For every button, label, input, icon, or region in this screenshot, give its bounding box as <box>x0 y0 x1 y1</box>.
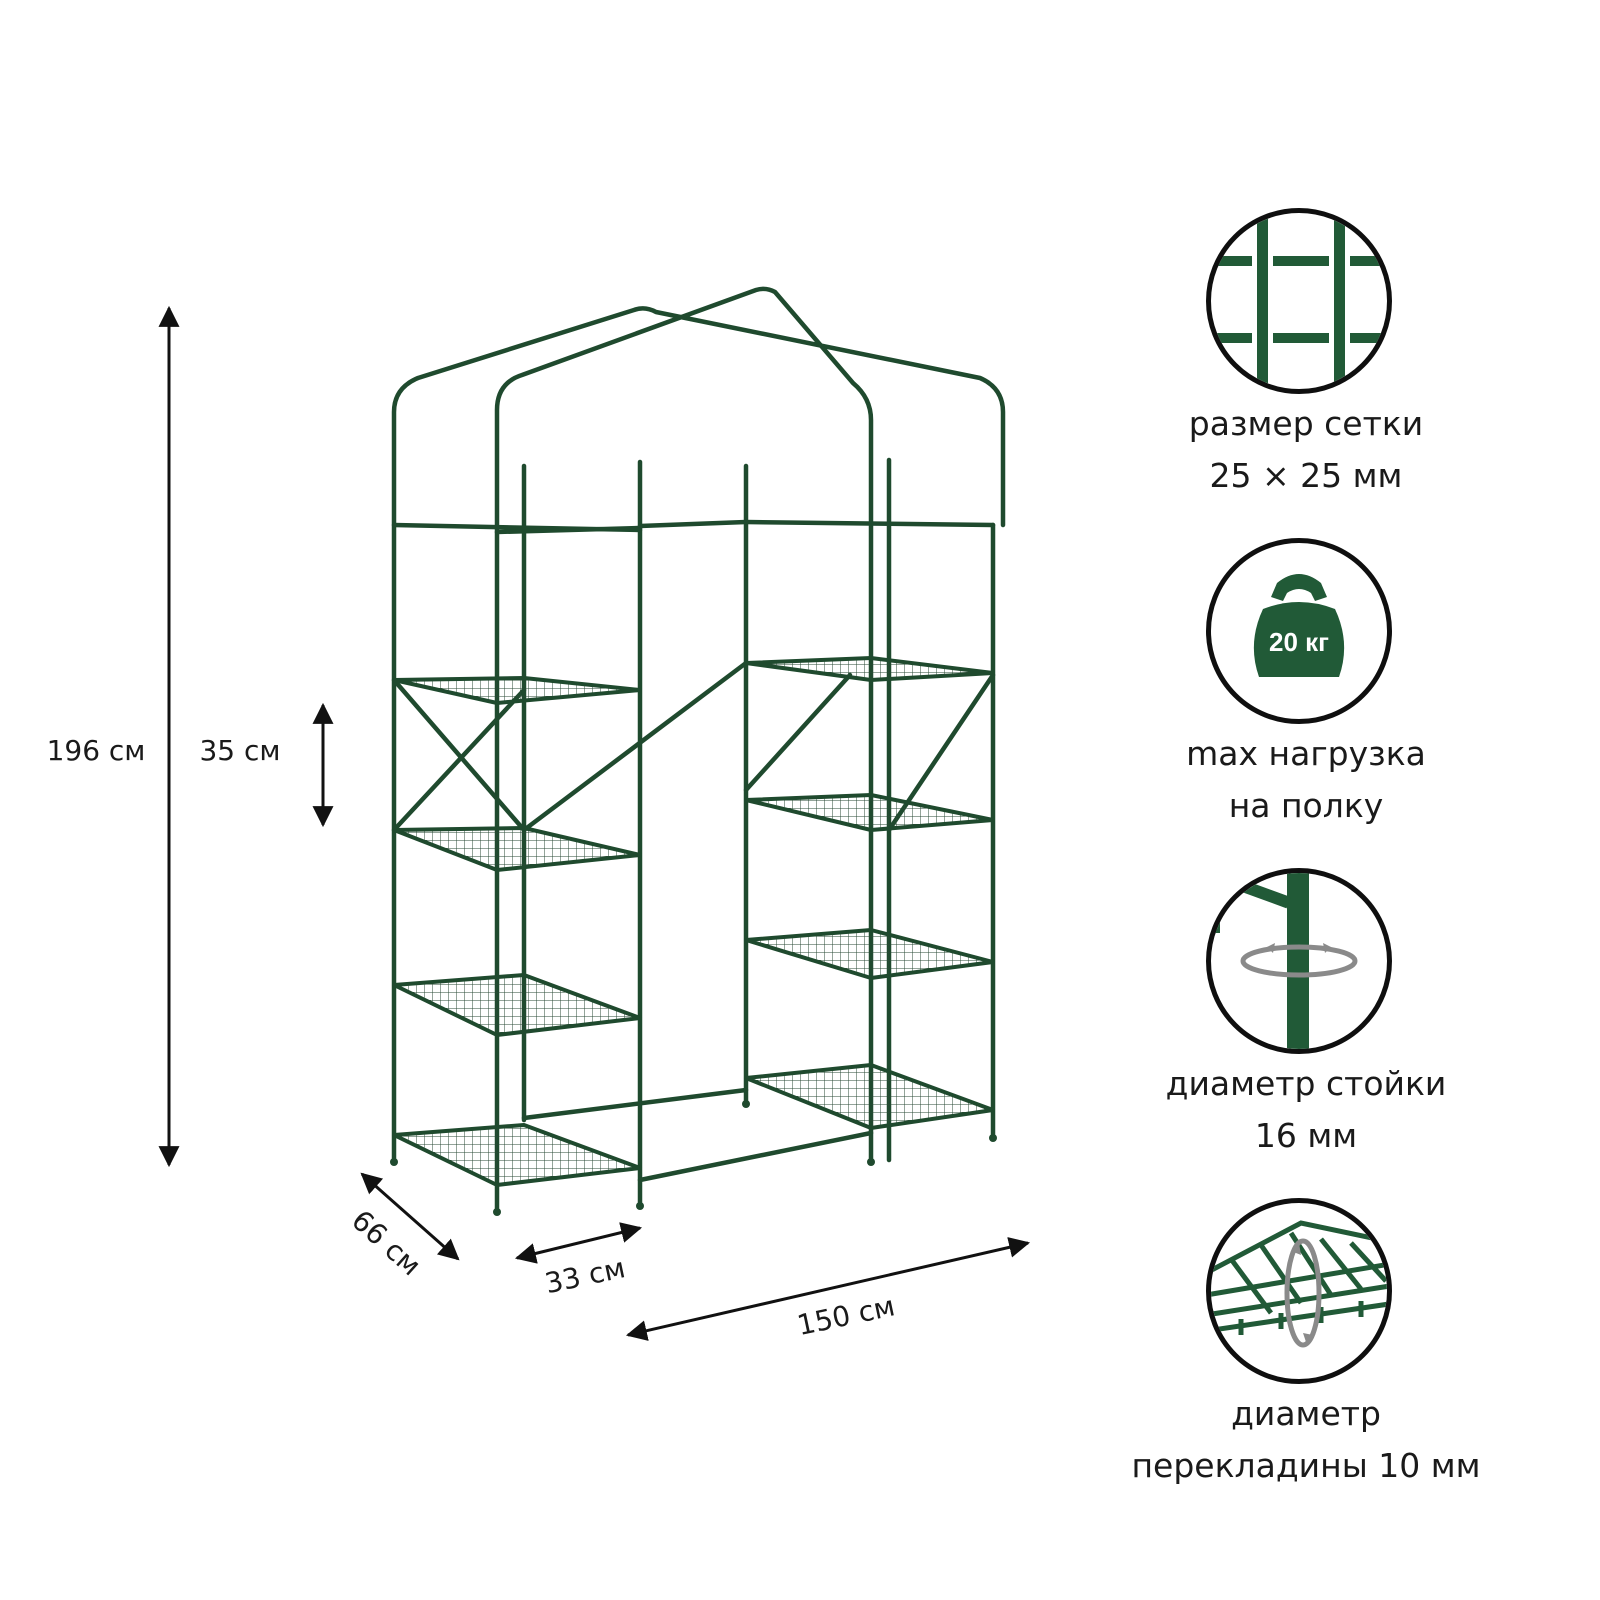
grid-mesh-icon <box>1206 208 1392 394</box>
width-label: 150 см <box>794 1289 898 1342</box>
mesh-size-line1: размер сетки <box>1188 404 1424 443</box>
right-shelf-1 <box>744 656 995 682</box>
front-roof-arch <box>494 286 874 1213</box>
left-shelves <box>392 676 642 1187</box>
greenhouse-frame <box>391 286 1006 1213</box>
weight-badge: 20 кг <box>1269 627 1329 657</box>
left-shelf-2 <box>392 826 642 872</box>
max-load-caption: max нагрузка на полку <box>1096 728 1516 832</box>
right-shelves <box>744 656 995 1130</box>
left-shelf-1 <box>392 676 642 705</box>
left-shelf-4 <box>392 1123 642 1187</box>
section-width-arrow <box>514 1222 643 1264</box>
max-load-line2: на полку <box>1228 786 1384 825</box>
depth-arrow <box>360 1172 460 1261</box>
crossbar-diameter-line2: перекладины 10 мм <box>1131 1446 1481 1485</box>
width-dimension: 150 см <box>625 1237 1031 1342</box>
right-shelf-2 <box>744 793 995 832</box>
post-feet <box>390 1100 997 1216</box>
kettlebell-weight-icon: 20 кг <box>1206 538 1392 724</box>
depth-label: 66 см <box>345 1204 427 1283</box>
post-diameter-line2: 16 мм <box>1254 1116 1358 1155</box>
section-width-dimension: 33 см <box>514 1222 643 1300</box>
shelf-spacing-dimension: 35 см <box>199 702 334 828</box>
height-dimension: 196 см <box>47 305 180 1168</box>
right-shelf-4 <box>744 1063 995 1130</box>
shelf-spacing-label: 35 см <box>199 734 280 767</box>
crossbar-diameter-caption: диаметр перекладины 10 мм <box>1096 1388 1516 1492</box>
right-shelf-3 <box>744 928 995 980</box>
section-width-label: 33 см <box>542 1251 628 1300</box>
back-roof-arch <box>391 306 1006 1163</box>
crossbar-rotation-icon <box>1206 1198 1392 1384</box>
post-rotation-icon <box>1206 868 1392 1054</box>
max-load-line1: max нагрузка <box>1186 734 1426 773</box>
height-label: 196 см <box>47 734 146 767</box>
mesh-size-caption: размер сетки 25 × 25 мм <box>1096 398 1516 502</box>
depth-dimension: 66 см <box>345 1172 460 1283</box>
width-arrow <box>625 1237 1031 1341</box>
crossbar-diameter-line1: диаметр <box>1231 1394 1381 1433</box>
post-diameter-caption: диаметр стойки 16 мм <box>1096 1058 1516 1162</box>
post-diameter-line1: диаметр стойки <box>1165 1064 1447 1103</box>
left-shelf-3 <box>392 973 642 1037</box>
mesh-size-line2: 25 × 25 мм <box>1209 456 1403 495</box>
